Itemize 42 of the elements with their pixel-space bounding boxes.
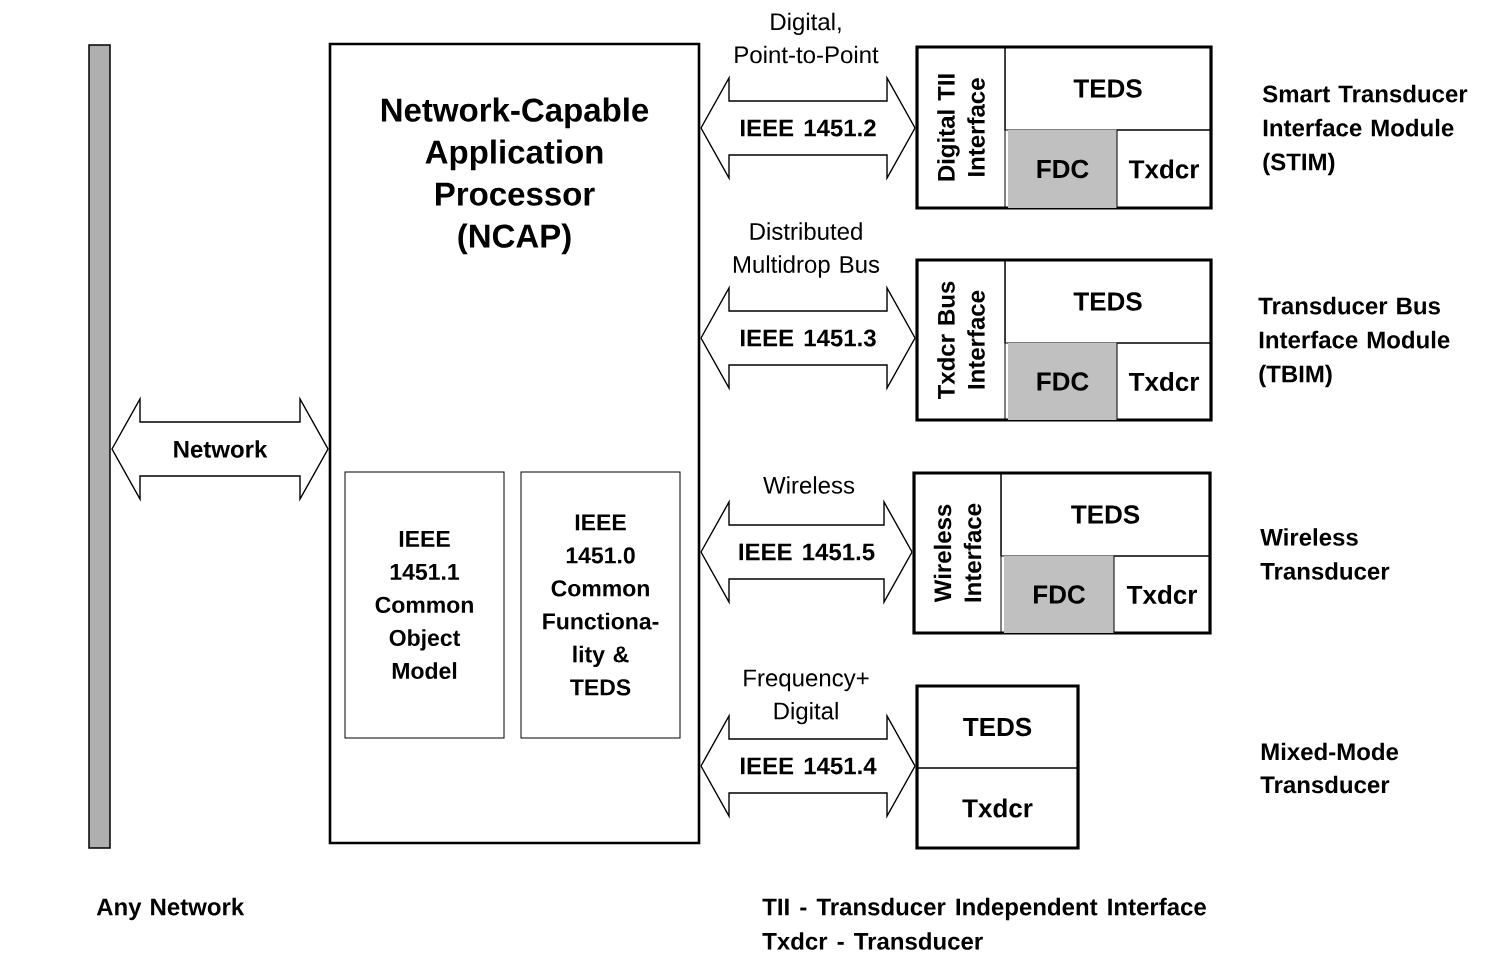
- transducer-section: Txdcr: [916, 767, 1079, 849]
- module-box: [915, 258, 1213, 422]
- standard-box: IEEE 1451.0 Common Functiona- lity & TEDS: [520, 471, 681, 739]
- edge-label: Network: [171, 439, 269, 459]
- module-label: Transducer Bus Interface Module (TBIM): [1258, 296, 1450, 388]
- edge-label: IEEE 1451.5: [736, 542, 877, 562]
- standard-box: IEEE 1451.1 Common Object Model: [344, 471, 505, 739]
- transducer-section: Txdcr: [1116, 342, 1212, 421]
- fdc-section: FDC: [1008, 130, 1117, 208]
- interface-section: Txdcr Bus Interface: [916, 259, 1006, 421]
- edge-label: IEEE 1451.3: [738, 328, 878, 348]
- network-bus-bar: [88, 44, 111, 849]
- arrow-caption: Digital, Point-to-Point: [735, 12, 879, 64]
- fdc-section: FDC: [1004, 556, 1114, 633]
- module-box: [915, 684, 1080, 850]
- transducer-section: Txdcr: [1113, 555, 1211, 634]
- double-arrow: [700, 75, 916, 181]
- double-arrow: [111, 396, 329, 502]
- interface-section: Digital TII Interface: [916, 46, 1006, 209]
- teds-section: TEDS: [1004, 46, 1212, 131]
- bar-caption: Any Network: [96, 897, 245, 921]
- double-arrow: [700, 285, 916, 391]
- arrow-caption: Wireless: [763, 476, 855, 494]
- teds-section: TEDS: [1000, 472, 1211, 557]
- module-label: Smart Transducer Interface Module (STIM): [1262, 84, 1468, 176]
- interface-section: Wireless Interface: [913, 472, 1002, 634]
- edge-label: IEEE 1451.4: [738, 756, 878, 776]
- arrow-caption: Distributed Multidrop Bus: [733, 222, 880, 278]
- fdc-section: FDC: [1008, 343, 1117, 420]
- double-arrow: [700, 499, 913, 605]
- edge-label: IEEE 1451.2: [738, 118, 878, 138]
- module-box: [915, 45, 1213, 210]
- transducer-section: Txdcr: [1116, 129, 1212, 209]
- teds-section: TEDS: [1004, 259, 1212, 344]
- module-box: [912, 471, 1212, 635]
- module-label: Mixed-Mode Transducer: [1260, 742, 1399, 794]
- double-arrow: [700, 713, 916, 819]
- footnote: Txdcr - Transducer: [762, 932, 983, 950]
- footnote: TII - Transducer Independent Interface: [762, 897, 1206, 921]
- arrow-caption: Frequency+ Digital: [744, 669, 869, 725]
- module-label: Wireless Transducer: [1260, 528, 1390, 580]
- teds-section: TEDS: [916, 685, 1079, 769]
